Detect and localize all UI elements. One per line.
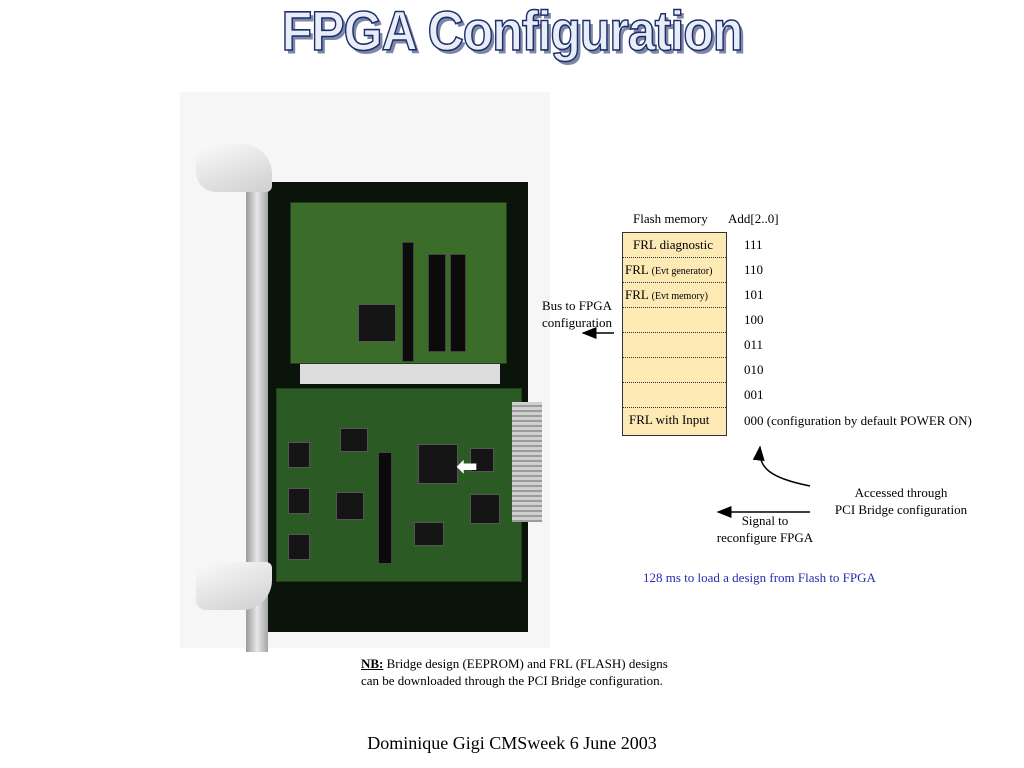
accessed-curved-arrow-icon: [752, 445, 811, 487]
chip: [470, 448, 494, 472]
top-ejector-handle: [196, 144, 272, 192]
bottom-ejector-handle: [196, 562, 272, 610]
address-value: 100: [744, 312, 764, 327]
address-value: 000 (configuration by default POWER ON): [744, 413, 972, 428]
slide-footer: Dominique Gigi CMSweek 6 June 2003: [367, 733, 657, 753]
flash-row-label: FRL with Input: [629, 412, 710, 427]
white-pointer-arrow-icon: ⬅: [456, 452, 478, 482]
flash-row-label: FRL (Evt generator): [625, 262, 713, 277]
backplane-connector: [512, 402, 542, 522]
memory-slot: [428, 254, 446, 352]
memory-slot: [402, 242, 414, 362]
address-header: Add[2..0]: [728, 211, 779, 226]
flash-row: FRL diagnostic: [623, 233, 726, 258]
memory-slot: [450, 254, 466, 352]
load-time-note: 128 ms to load a design from Flash to FP…: [643, 570, 876, 585]
chip: [470, 494, 500, 524]
address-value: 101: [744, 287, 764, 302]
flash-memory-table: FRL diagnostic FRL (Evt generator) FRL (…: [622, 232, 727, 436]
slide-title: FPGA Configuration: [281, 0, 744, 63]
board-spacer-strip: [300, 364, 500, 384]
flash-row: FRL (Evt generator): [623, 258, 726, 283]
memory-slot: [378, 452, 392, 564]
chip: [336, 492, 364, 520]
flash-row: [623, 358, 726, 383]
flash-row: FRL with Input: [623, 408, 726, 433]
pcb-board-photo: ⬅: [180, 92, 550, 652]
fpga-chip-main: [418, 444, 458, 484]
nb-label: NB:: [361, 656, 384, 671]
nb-note: NB: Bridge design (EEPROM) and FRL (FLAS…: [361, 656, 668, 688]
mezzanine-board: [290, 202, 507, 364]
address-value: 001: [744, 387, 764, 402]
front-panel-rail: [246, 162, 268, 652]
flash-row-label: FRL diagnostic: [633, 237, 714, 252]
chip: [288, 534, 310, 560]
flash-row: FRL (Evt memory): [623, 283, 726, 308]
address-value: 010: [744, 362, 764, 377]
fpga-chip-top: [358, 304, 396, 342]
flash-row: [623, 308, 726, 333]
address-value: 110: [744, 262, 764, 277]
chip: [288, 488, 310, 514]
main-board: [276, 388, 522, 582]
flash-memory-header: Flash memory: [633, 211, 708, 226]
flash-row-label: FRL (Evt memory): [625, 287, 708, 302]
address-value: 011: [744, 337, 764, 352]
chip: [288, 442, 310, 468]
address-value: 111: [744, 237, 763, 252]
flash-row: [623, 383, 726, 408]
flash-row: [623, 333, 726, 358]
chip: [414, 522, 444, 546]
chip: [340, 428, 368, 452]
